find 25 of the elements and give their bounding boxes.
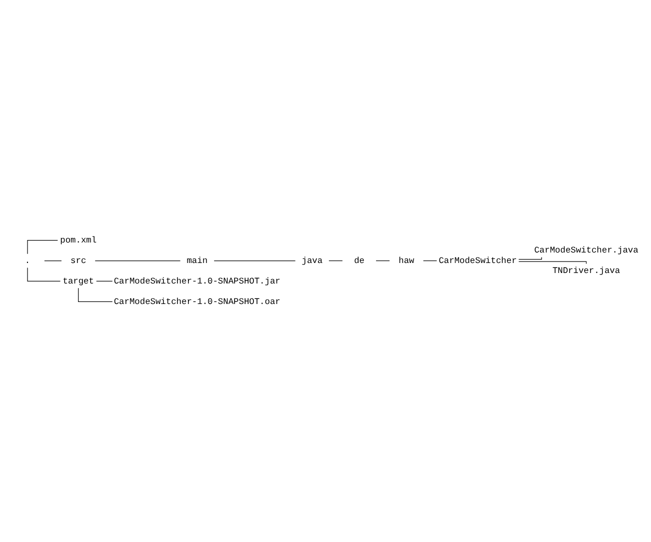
connector	[214, 260, 296, 262]
node-text: main	[186, 256, 208, 266]
node-text: haw	[398, 256, 414, 266]
node-text: CarModeSwitcher.java	[534, 246, 638, 256]
connector	[376, 260, 390, 262]
connector	[27, 240, 58, 254]
node-text: src	[70, 256, 86, 266]
node-text: .	[24, 256, 30, 266]
connector	[78, 288, 113, 302]
connector	[423, 260, 438, 262]
node-text: CarModeSwitcher-1.0-SNAPSHOT.jar	[114, 276, 280, 287]
node-text: java	[302, 256, 323, 266]
node-text: CarModeSwitcher	[438, 256, 517, 266]
connector	[27, 267, 61, 282]
node-text: de	[354, 256, 365, 266]
connector	[518, 256, 542, 260]
node-text: target	[62, 276, 94, 287]
connector	[518, 261, 587, 264]
node-text: TNDriver.java	[552, 266, 620, 276]
connector	[94, 260, 181, 262]
node-text: pom.xml	[60, 236, 97, 246]
connector	[328, 260, 343, 262]
connector	[44, 260, 62, 262]
node-text: CarModeSwitcher-1.0-SNAPSHOT.oar	[114, 296, 280, 307]
connector	[96, 280, 113, 282]
